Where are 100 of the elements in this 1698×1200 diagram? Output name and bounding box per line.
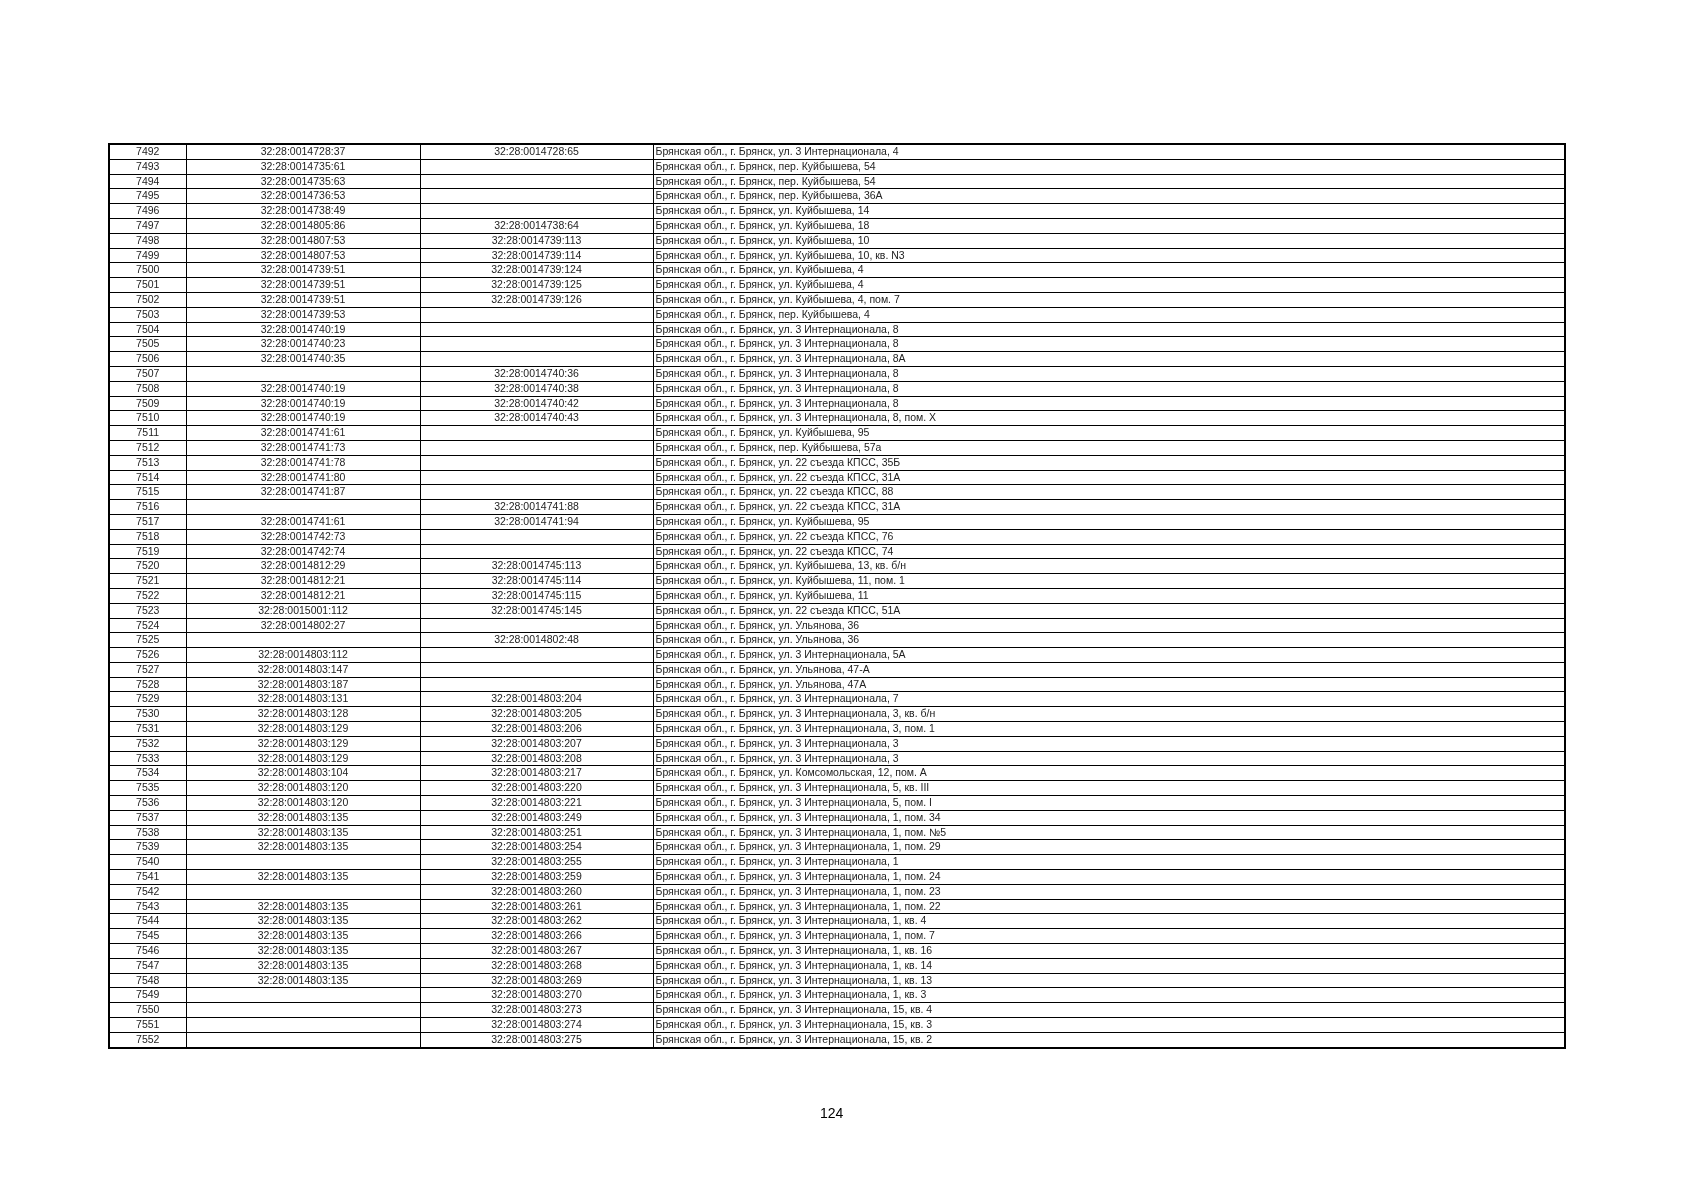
- table-cell: 32:28:0014803:270: [420, 987, 653, 1003]
- table-cell: 32:28:0014736:53: [186, 188, 420, 204]
- table-cell: Брянская обл., г. Брянск, ул. 3 Интернационала, 1: [653, 854, 1565, 870]
- table-cell: 32:28:0014803:135: [186, 869, 420, 885]
- table-cell: 7510: [109, 410, 186, 426]
- table-cell: 32:28:0014803:120: [186, 795, 420, 811]
- table-cell: 32:28:0014803:254: [420, 839, 653, 855]
- table-cell: 32:28:0014803:135: [186, 913, 420, 929]
- table-cell: Брянская обл., г. Брянск, пер. Куйбышева, 4: [653, 307, 1565, 323]
- table-cell: 7524: [109, 618, 186, 633]
- table-cell: 32:28:0014803:135: [186, 839, 420, 855]
- table-cell: 7492: [109, 144, 186, 160]
- table-cell: 7531: [109, 721, 186, 737]
- table-cell: 7536: [109, 795, 186, 811]
- table-cell: 7532: [109, 736, 186, 752]
- table-cell: 32:28:0014803:206: [420, 721, 653, 737]
- table-cell: Брянская обл., г. Брянск, ул. 3 Интернационала, 1, пом. 29: [653, 839, 1565, 855]
- table-cell: Брянская обл., г. Брянск, ул. Куйбышева, 95: [653, 514, 1565, 530]
- table-cell: 7543: [109, 899, 186, 914]
- table-cell: Брянская обл., г. Брянск, ул. 22 съезда КПСС, 88: [653, 484, 1565, 500]
- table-cell: 32:28:0014741:80: [186, 470, 420, 485]
- table-cell: 32:28:0014738:49: [186, 203, 420, 219]
- table-cell: 7497: [109, 218, 186, 234]
- table-cell: Брянская обл., г. Брянск, ул. 22 съезда КПСС, 74: [653, 544, 1565, 559]
- table-cell: Брянская обл., г. Брянск, ул. 3 Интернационала, 8: [653, 381, 1565, 397]
- table-cell: 7528: [109, 677, 186, 692]
- table-cell: 32:28:0014738:64: [420, 218, 653, 234]
- table-cell: Брянская обл., г. Брянск, ул. 3 Интернационала, 8: [653, 396, 1565, 411]
- table-cell: 7537: [109, 810, 186, 826]
- table-cell: 32:28:0014740:38: [420, 381, 653, 397]
- table-cell: Брянская обл., г. Брянск, пер. Куйбышева, 54: [653, 174, 1565, 189]
- table-cell: 7521: [109, 573, 186, 589]
- table-cell: 7527: [109, 662, 186, 678]
- table-cell: 32:28:0014740:42: [420, 396, 653, 411]
- table-cell: 7505: [109, 336, 186, 352]
- table-cell: 32:28:0014745:114: [420, 573, 653, 589]
- table-cell: Брянская обл., г. Брянск, ул. 3 Интернационала, 1, кв. 3: [653, 987, 1565, 1003]
- table-cell: 32:28:0014803:220: [420, 780, 653, 796]
- table-cell: Брянская обл., г. Брянск, ул. 3 Интернационала, 8: [653, 322, 1565, 337]
- table-cell: 32:28:0014735:63: [186, 174, 420, 189]
- table-cell: 32:28:0014805:86: [186, 218, 420, 234]
- table-cell: 32:28:0014741:61: [186, 425, 420, 441]
- table-cell: 7495: [109, 188, 186, 204]
- table-cell: Брянская обл., г. Брянск, ул. 3 Интернационала, 8А: [653, 351, 1565, 367]
- table-cell: 32:28:0014812:21: [186, 588, 420, 604]
- table-cell: 32:28:0014741:73: [186, 440, 420, 456]
- table-cell: 32:28:0014728:65: [420, 144, 653, 160]
- table-cell: 32:28:0014741:94: [420, 514, 653, 530]
- table-cell: 32:28:0014803:120: [186, 780, 420, 796]
- table-cell: 32:28:0014803:129: [186, 751, 420, 766]
- table-cell: 32:28:0015001:112: [186, 603, 420, 618]
- table-cell: Брянская обл., г. Брянск, ул. 22 съезда КПСС, 31А: [653, 499, 1565, 515]
- table-cell: 7515: [109, 484, 186, 500]
- table-cell: 32:28:0014739:51: [186, 292, 420, 308]
- table-cell: 7511: [109, 425, 186, 441]
- table-cell: 32:28:0014803:135: [186, 899, 420, 914]
- table-cell: 32:28:0014739:53: [186, 307, 420, 323]
- table-cell: 7493: [109, 159, 186, 175]
- table-cell: 32:28:0014728:37: [186, 144, 420, 160]
- table-cell: Брянская обл., г. Брянск, ул. Куйбышева, 4: [653, 262, 1565, 278]
- table-cell: Брянская обл., г. Брянск, ул. Куйбышева, 13, кв. б/н: [653, 558, 1565, 574]
- table-cell: Брянская обл., г. Брянск, ул. 3 Интернационала, 7: [653, 692, 1565, 707]
- table-cell: 7516: [109, 499, 186, 515]
- table-cell: 32:28:0014812:21: [186, 573, 420, 589]
- table-cell: Брянская обл., г. Брянск, ул. 3 Интернационала, 8: [653, 366, 1565, 382]
- table-cell: 32:28:0014803:135: [186, 825, 420, 840]
- table-cell: 32:28:0014803:205: [420, 706, 653, 722]
- table-cell: 7501: [109, 277, 186, 293]
- table-cell: 32:28:0014803:262: [420, 913, 653, 929]
- table-cell: 32:28:0014803:273: [420, 1002, 653, 1018]
- table-cell: Брянская обл., г. Брянск, ул. Куйбышева, 18: [653, 218, 1565, 234]
- table-cell: 7550: [109, 1002, 186, 1018]
- table-cell: 32:28:0014803:135: [186, 973, 420, 988]
- table-cell: 32:28:0014803:187: [186, 677, 420, 692]
- table-cell: Брянская обл., г. Брянск, ул. Куйбышева, 10: [653, 233, 1565, 249]
- table-cell: 7525: [109, 632, 186, 648]
- table-cell: 7519: [109, 544, 186, 559]
- table-cell: 32:28:0014739:113: [420, 233, 653, 249]
- table-cell: 32:28:0014803:260: [420, 884, 653, 900]
- table-cell: Брянская обл., г. Брянск, пер. Куйбышева, 36А: [653, 188, 1565, 204]
- table-cell: Брянская обл., г. Брянск, ул. 22 съезда КПСС, 35Б: [653, 455, 1565, 471]
- table-cell: 32:28:0014803:267: [420, 943, 653, 959]
- table-cell: Брянская обл., г. Брянск, ул. Куйбышева, 4: [653, 277, 1565, 293]
- table-cell: 7544: [109, 913, 186, 929]
- table-cell: 7500: [109, 262, 186, 278]
- table-cell: 32:28:0014803:104: [186, 765, 420, 781]
- table-cell: Брянская обл., г. Брянск, ул. Куйбышева, 4, пом. 7: [653, 292, 1565, 308]
- table-cell: Брянская обл., г. Брянск, ул. Ульянова, 36: [653, 618, 1565, 633]
- table-cell: 7518: [109, 529, 186, 544]
- table-cell: 7496: [109, 203, 186, 219]
- table-cell: 32:28:0014741:61: [186, 514, 420, 530]
- table-cell: Брянская обл., г. Брянск, ул. 22 съезда КПСС, 31А: [653, 470, 1565, 485]
- table-cell: 7520: [109, 558, 186, 574]
- table-cell: 32:28:0014739:51: [186, 262, 420, 278]
- table-cell: 32:28:0014807:53: [186, 233, 420, 249]
- table-cell: Брянская обл., г. Брянск, ул. 3 Интернационала, 8: [653, 336, 1565, 352]
- table-cell: 32:28:0014803:249: [420, 810, 653, 826]
- table-cell: 32:28:0014803:135: [186, 943, 420, 959]
- table-cell: 32:28:0014803:259: [420, 869, 653, 885]
- table-cell: Брянская обл., г. Брянск, ул. 3 Интернационала, 5, пом. I: [653, 795, 1565, 811]
